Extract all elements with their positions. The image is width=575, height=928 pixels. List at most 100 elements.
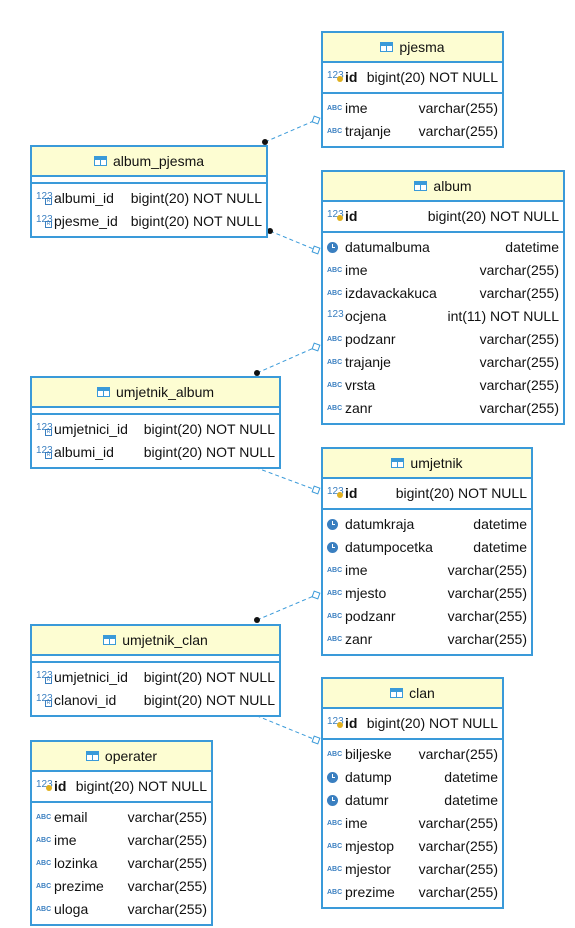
column-name: ime	[345, 100, 368, 116]
abc-icon: ABC	[36, 883, 52, 890]
clock-icon	[327, 236, 344, 259]
table-header[interactable]: operater	[32, 742, 211, 772]
column-name: ime	[54, 832, 77, 848]
column-type: varchar(255)	[447, 631, 527, 647]
table-header[interactable]: umjetnik_clan	[32, 626, 279, 656]
key-123-icon: 123	[36, 779, 53, 791]
table-header[interactable]: clan	[323, 679, 502, 709]
column-type: int(11) NOT NULL	[447, 308, 559, 324]
column-name: trajanje	[345, 123, 391, 139]
abc-icon: ABC	[327, 866, 343, 873]
column-name: mjestop	[345, 838, 395, 854]
table-header[interactable]: pjesma	[323, 33, 502, 63]
table-title: album_pjesma	[112, 153, 205, 169]
column-name: id	[345, 485, 358, 501]
column-name: albumi_id	[54, 444, 114, 460]
column-type: varchar(255)	[418, 884, 498, 900]
column-type: varchar(255)	[479, 262, 559, 278]
clock-icon	[327, 513, 344, 536]
table-title: clan	[409, 685, 435, 701]
column-name: id	[345, 69, 358, 85]
table-header[interactable]: umjetnik	[323, 449, 531, 479]
table-icon	[85, 751, 99, 761]
123-icon: 123	[327, 309, 344, 320]
relation-album_pjesma-album	[267, 228, 321, 255]
table-header[interactable]: umjetnik_album	[32, 378, 279, 408]
primary-key-section	[32, 656, 279, 663]
column-type: bigint(20) NOT NULL	[130, 213, 262, 229]
column-name: uloga	[54, 901, 89, 917]
column-name: ime	[345, 815, 368, 831]
column-type: varchar(255)	[479, 354, 559, 370]
one-end-marker	[311, 735, 321, 745]
table-header[interactable]: album	[323, 172, 563, 202]
table-header[interactable]: album_pjesma	[32, 147, 266, 177]
primary-key-section	[32, 177, 266, 184]
abc-icon: ABC	[327, 889, 343, 896]
abc-icon: ABC	[327, 359, 343, 366]
table-title: umjetnik_clan	[122, 632, 208, 648]
key-123-icon: 123	[327, 716, 344, 728]
table-icon	[93, 156, 107, 166]
column-type: varchar(255)	[447, 608, 527, 624]
table-icon	[390, 688, 404, 698]
column-type: varchar(255)	[127, 878, 207, 894]
column-type: varchar(255)	[447, 562, 527, 578]
column-name: datumalbuma	[345, 239, 430, 255]
clock-icon	[327, 789, 344, 812]
